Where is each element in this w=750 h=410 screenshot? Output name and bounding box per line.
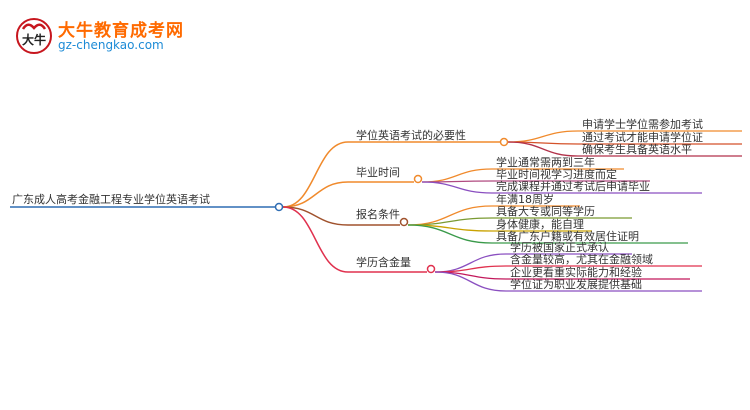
leaf-item[interactable]: 身体健康，能自理 [496,217,584,231]
branch-edge [282,141,349,208]
leaf-item[interactable]: 学历被国家正式承认 [510,240,609,254]
branch-edge [282,181,349,208]
leaf-item[interactable]: 含金量较高，尤其在金融领域 [510,252,653,266]
branch-degree-value[interactable]: 学历含金量 [356,255,436,274]
branch-label: 学历含金量 [356,255,411,269]
site-name: 大牛教育成考网 [58,21,184,41]
leaf-edge [434,265,507,273]
branch-label: 学位英语考试的必要性 [356,128,466,142]
emblem-text: 大牛 [22,32,46,47]
leaf-edge [434,271,507,292]
branch-connector-icon [399,217,409,227]
leaf-item[interactable]: 具备大专或同等学历 [496,204,595,218]
site-logo[interactable]: 大牛 大牛教育成考网 gz-chengkao.com [14,14,214,58]
branch-connector-icon [426,264,436,274]
leaf-item[interactable]: 年满18周岁 [496,192,554,206]
branch-edge [282,206,349,226]
leaf-item[interactable]: 企业更看重实际能力和经验 [510,265,642,279]
branch-necessity[interactable]: 学位英语考试的必要性 [356,128,509,147]
leaf-item[interactable]: 确保考生具备英语水平 [582,142,692,156]
leaf-item[interactable]: 学位证为职业发展提供基础 [510,277,642,291]
leaf-item[interactable]: 完成课程并通过考试后申请毕业 [496,179,650,193]
leaf-edge [421,168,493,183]
mindmap-edges [282,130,742,292]
leaf-edge [421,181,493,194]
leaf-item[interactable]: 通过考试才能申请学位证 [582,130,703,144]
leaf-edge [507,130,579,143]
leaf-item[interactable]: 具备广东户籍或有效居住证明 [496,229,639,243]
leaf-item[interactable]: 学业通常需两到三年 [496,155,595,169]
root-connector-icon [274,202,284,212]
branch-graduation-time[interactable]: 毕业时间 [356,166,423,184]
site-url: gz-chengkao.com [58,38,164,52]
branch-connector-icon [499,137,509,147]
root-topic[interactable]: 广东成人高考金融工程专业学位英语考试 [12,192,210,206]
branch-connector-icon [413,174,423,184]
bull-emblem-icon: 大牛 [16,18,52,54]
leaf-item[interactable]: 毕业时间视学习进度而定 [496,167,617,181]
branch-edge [282,206,349,273]
branch-label: 报名条件 [356,207,400,221]
leaf-edge [407,224,493,244]
mindmap-nodes: 广东成人高考金融工程专业学位英语考试 学位英语考试的必要性 申请学士学位需参加考… [10,117,703,291]
leaf-item[interactable]: 申请学士学位需参加考试 [582,117,703,131]
branch-registration-requirements[interactable]: 报名条件 [356,207,409,227]
branch-label: 毕业时间 [356,166,400,179]
leaf-edge [507,141,579,157]
